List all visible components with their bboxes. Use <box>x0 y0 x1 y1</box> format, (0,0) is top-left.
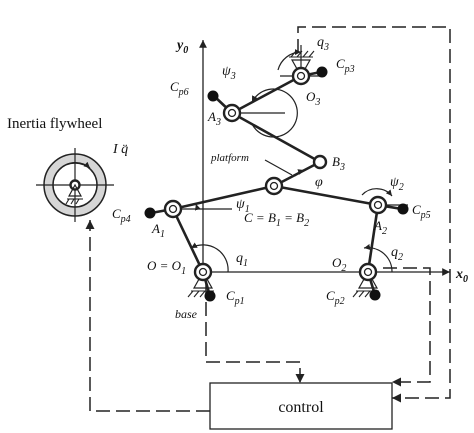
label-inertia-flywheel: Inertia flywheel <box>7 116 102 132</box>
arc-q3 <box>277 49 302 71</box>
joint-o3 <box>291 66 311 86</box>
label-cp1: Cp1 <box>226 288 245 307</box>
arc-phi <box>294 169 305 177</box>
arc-psi1 <box>194 203 201 211</box>
label-b3: B3 <box>332 154 345 173</box>
label-q3: q3 <box>317 35 329 53</box>
label-o3: O3 <box>306 89 320 108</box>
label-base: base <box>175 307 198 321</box>
joint-a1 <box>163 199 183 219</box>
label-x0: x0 <box>455 267 468 285</box>
label-a2: A2 <box>373 218 387 237</box>
label-i-qdd: I q̈ <box>112 142 128 157</box>
label-platform: platform <box>210 152 249 164</box>
joint-a3 <box>222 103 242 123</box>
counterweight-cp1 <box>204 290 216 302</box>
joint-o2 <box>358 262 378 282</box>
joint-b3 <box>312 154 328 170</box>
platform-a1-c <box>171 184 276 211</box>
platform-leader <box>264 159 293 176</box>
arc-psi2 <box>361 188 393 197</box>
label-cp5: Cp5 <box>412 202 431 221</box>
arc-q1 <box>190 242 229 273</box>
link-o1-a1 <box>171 207 205 274</box>
control-box <box>209 382 393 430</box>
label-a1: A1 <box>151 221 165 240</box>
label-psi2: ψ2 <box>390 175 404 193</box>
counterweight-cp5 <box>397 203 409 215</box>
control-line-q1 <box>205 282 305 383</box>
label-phi: φ <box>315 175 323 190</box>
label-a3: A3 <box>207 109 221 128</box>
control-line-q3 <box>297 26 451 403</box>
arc-q2 <box>363 244 393 273</box>
arc-psi3 <box>251 88 298 138</box>
joint-c <box>264 176 284 196</box>
label-psi3: ψ3 <box>222 64 236 82</box>
label-psi1: ψ1 <box>236 197 250 215</box>
label-y0: y0 <box>175 38 188 56</box>
counterweight-cp3 <box>316 66 328 78</box>
inertia-flywheel <box>36 148 114 222</box>
label-o-equals-o1: O = O1 <box>147 258 186 277</box>
label-q2: q2 <box>391 245 403 263</box>
joint-o1 <box>193 262 213 282</box>
label-q1: q1 <box>236 251 248 269</box>
label-cp2: Cp2 <box>326 288 345 307</box>
label-o2: O2 <box>332 255 346 274</box>
counterweight-cp6 <box>207 90 219 102</box>
control-line-flywheel <box>85 220 210 412</box>
label-cp6: Cp6 <box>170 79 189 98</box>
label-control: control <box>278 399 324 416</box>
link-o3-a3 <box>230 74 303 115</box>
link-a2-o2 <box>366 203 380 274</box>
counterweight-cp2 <box>369 289 381 301</box>
platform-c-a2 <box>272 184 380 207</box>
label-c-equals-b1-b2: C = B1 = B2 <box>244 210 309 229</box>
label-cp3: Cp3 <box>336 56 355 75</box>
label-cp4: Cp4 <box>112 206 131 225</box>
counterweight-cp4 <box>144 207 156 219</box>
joint-a2 <box>368 195 388 215</box>
control-line-q2 <box>383 267 431 387</box>
